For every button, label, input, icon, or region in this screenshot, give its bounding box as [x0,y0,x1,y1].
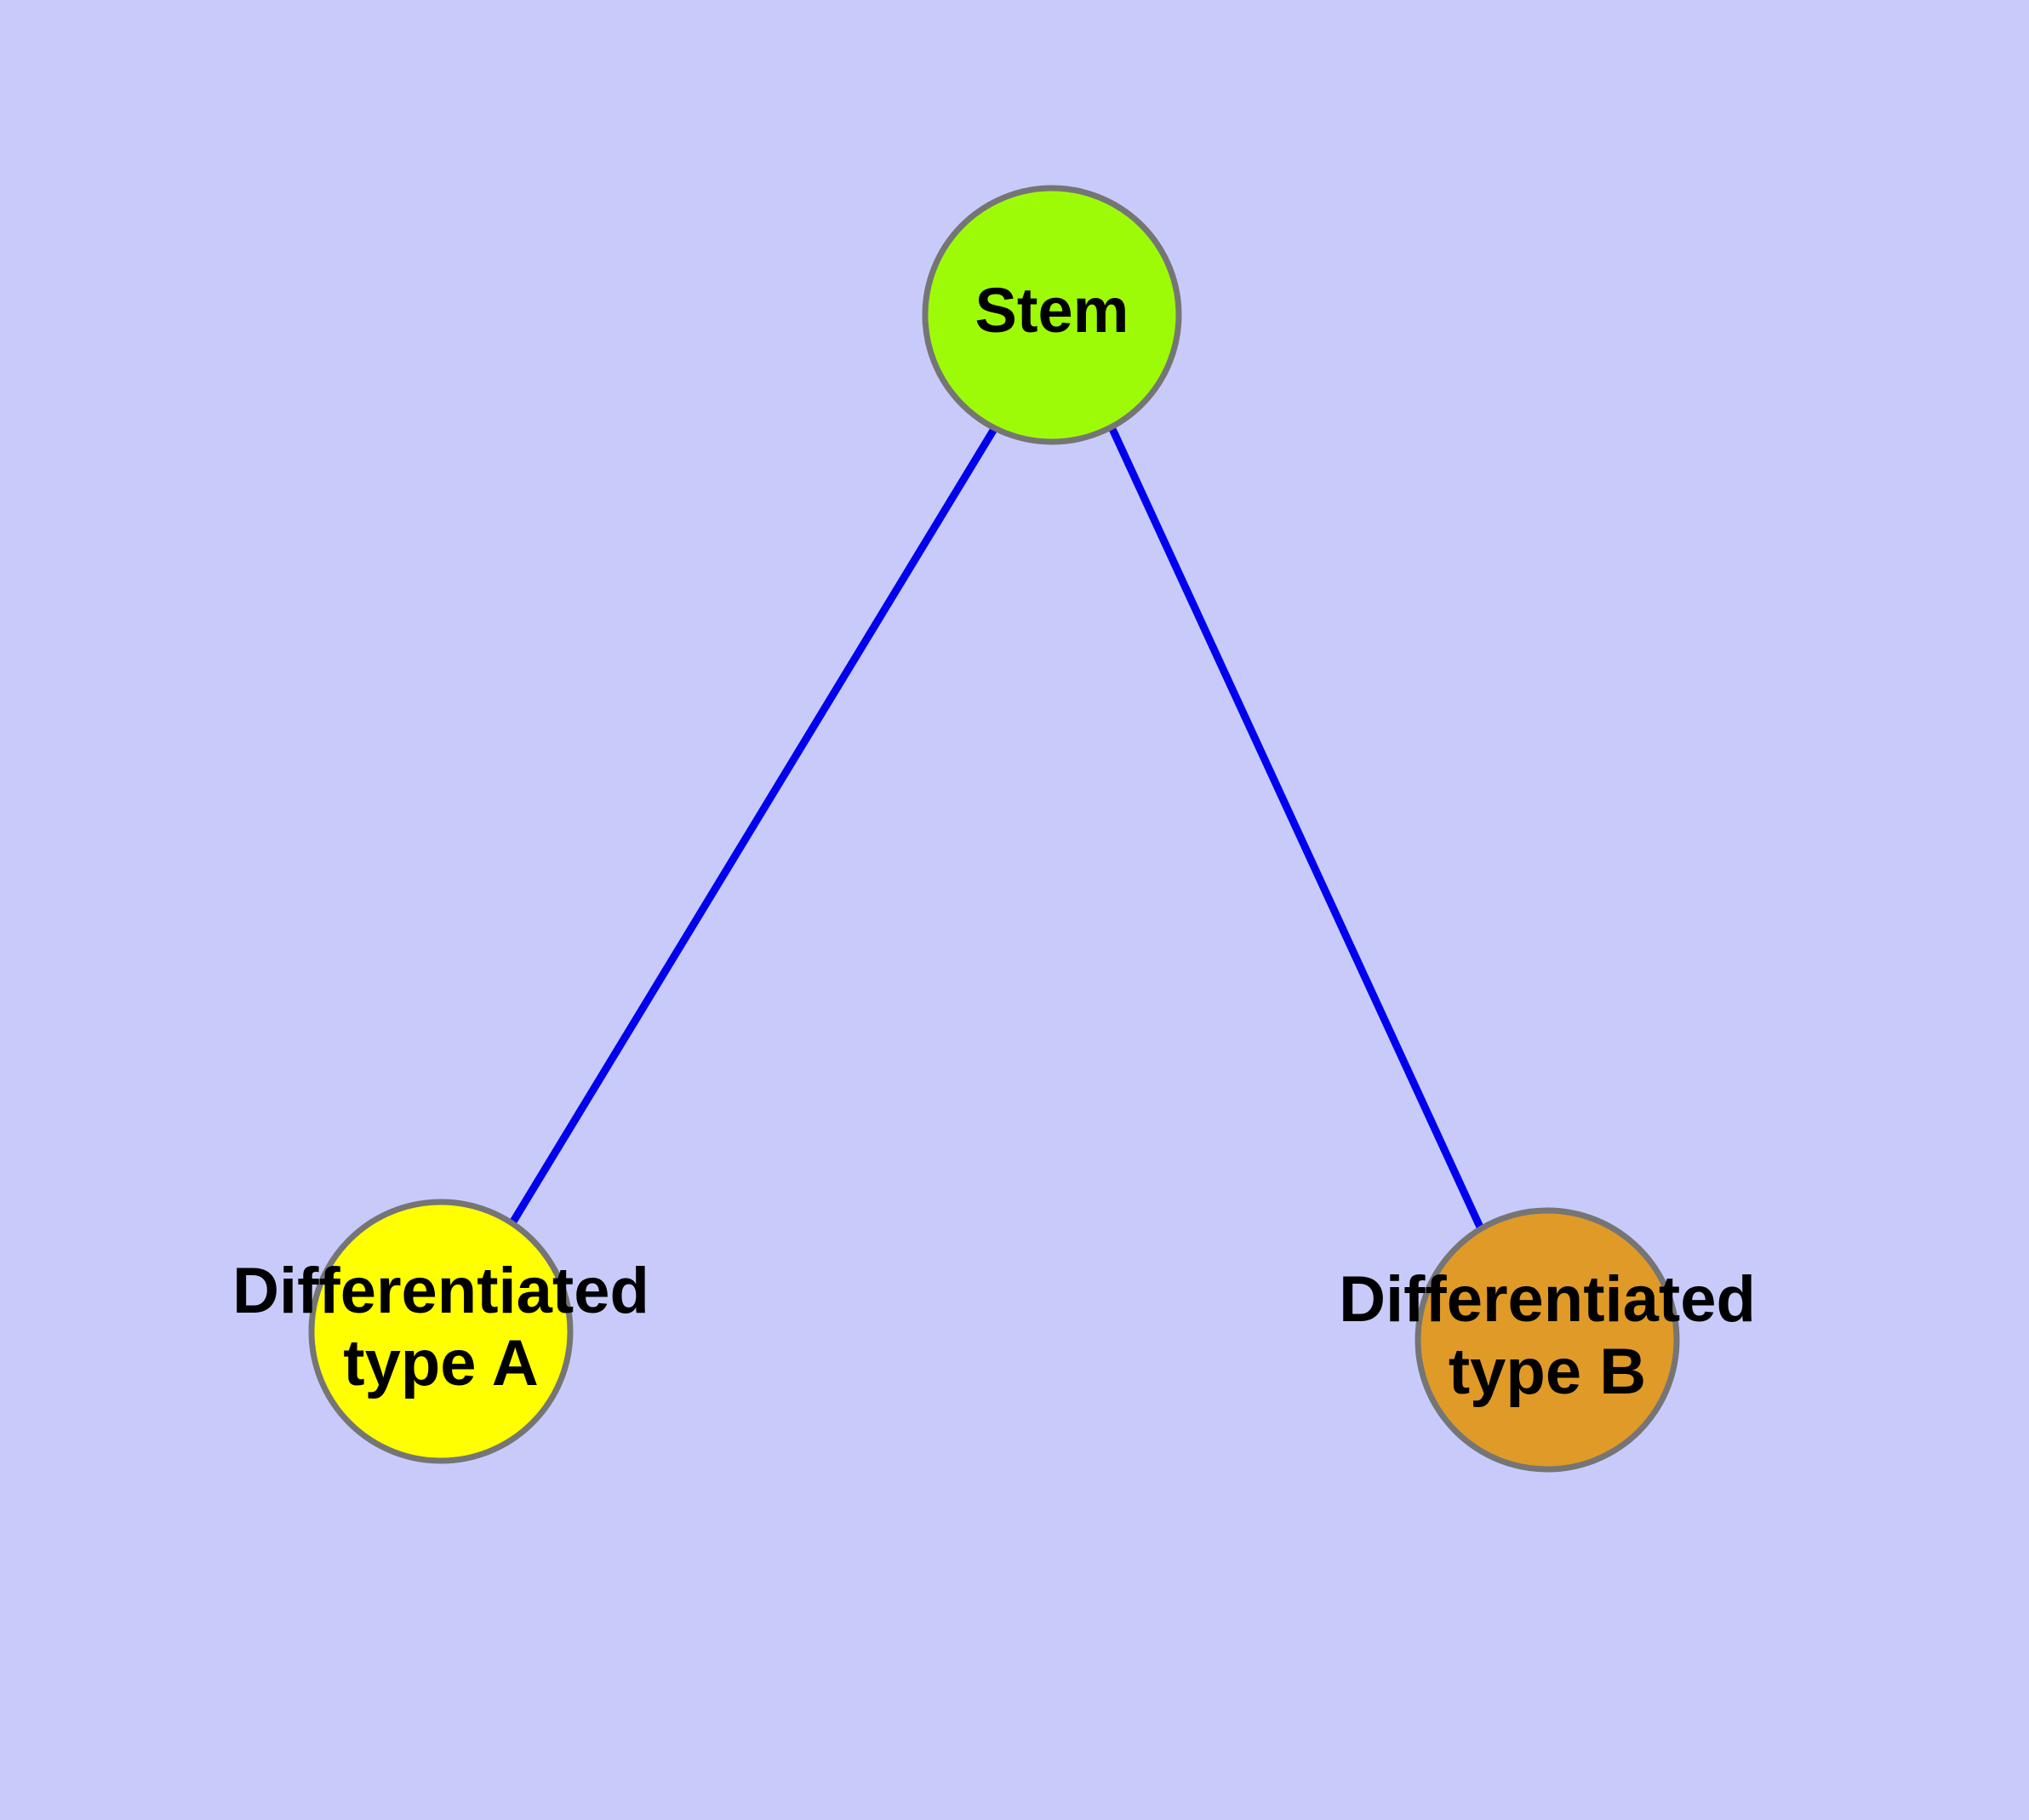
edge-layer [506,425,1487,1237]
edge-stem-to-differentiated-type-b [1109,426,1487,1237]
edge-stem-to-differentiated-type-a [506,425,998,1230]
node-differentiated-type-b[interactable] [1415,1207,1680,1473]
node-differentiated-type-a[interactable] [308,1199,574,1464]
node-layer [308,185,1680,1473]
node-stem[interactable] [922,185,1182,445]
